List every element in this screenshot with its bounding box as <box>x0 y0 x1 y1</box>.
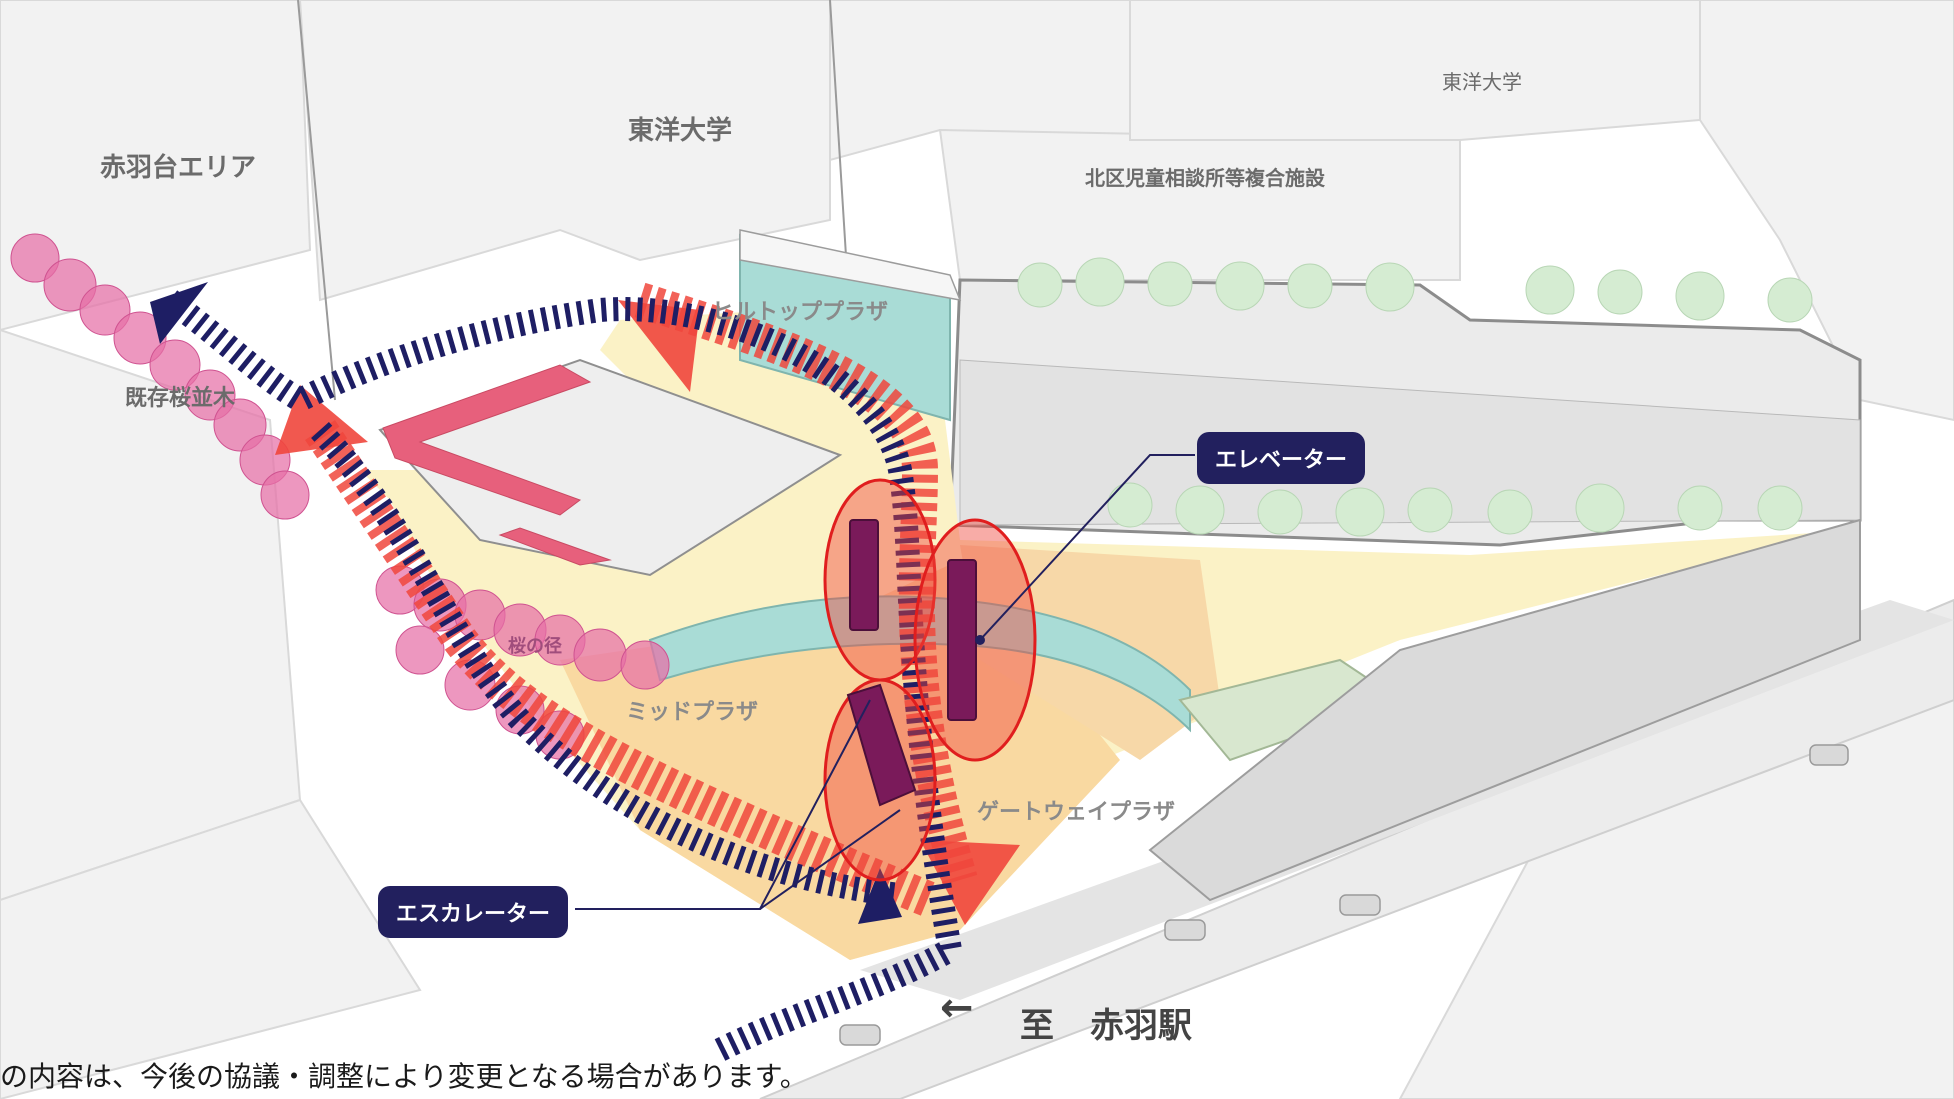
hilltop-plaza-label: ヒルトッププラザ <box>712 300 889 325</box>
station-arrow-icon: ← <box>940 985 974 1031</box>
mid-plaza-label: ミッドプラザ <box>626 700 759 725</box>
sakura-path-label: 桜の径 <box>508 636 562 657</box>
kita-facility-label: 北区児童相談所等複合施設 <box>1085 166 1325 190</box>
red-routes <box>305 282 978 917</box>
toyo-univ-main-label: 東洋大学 <box>628 116 733 146</box>
callout-leaders <box>575 454 1195 910</box>
station-to-label: 至 <box>1020 1006 1054 1046</box>
elevator-callout: エレベーター <box>1197 432 1366 484</box>
cars <box>839 744 1849 1046</box>
station-name-label: 赤羽駅 <box>1090 1006 1192 1046</box>
toyo-univ-right-label: 東洋大学 <box>1442 70 1522 94</box>
kita-facility-building <box>948 257 1862 547</box>
navy-arrowheads <box>150 282 902 924</box>
escalator-callout: エスカレーター <box>378 886 569 938</box>
footnote: の内容は、今後の協議・調整により変更となる場合があります。 <box>0 1060 808 1093</box>
akabanedai-area-label: 赤羽台エリア <box>100 153 257 183</box>
elevator-pin <box>975 635 985 645</box>
glass-facade <box>1148 518 1861 902</box>
sakura-namiki-label: 既存桜並木 <box>125 386 236 411</box>
navy-routes <box>162 290 962 1061</box>
gateway-plaza-label: ゲートウェイプラザ <box>977 800 1176 825</box>
hilltop-building <box>378 229 962 577</box>
